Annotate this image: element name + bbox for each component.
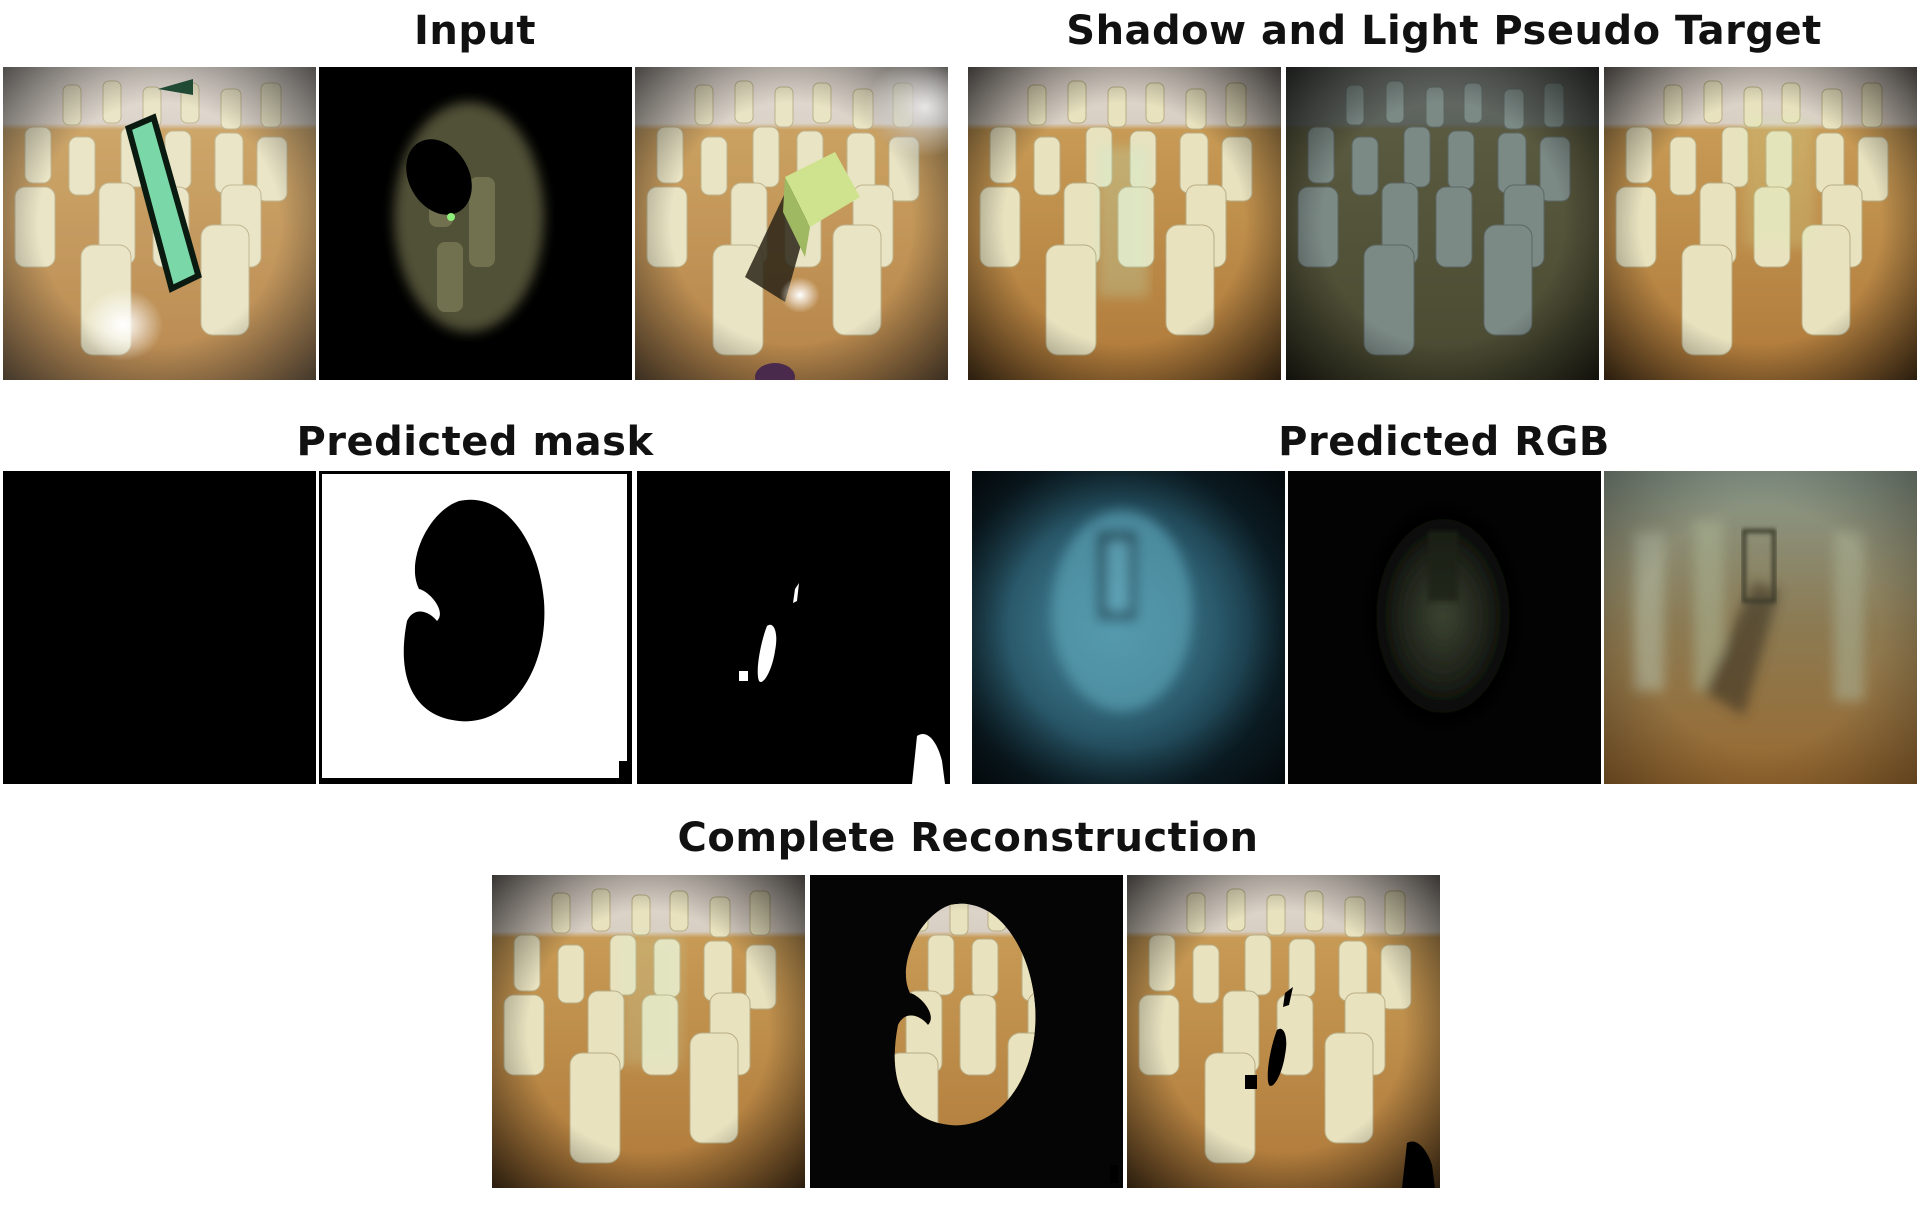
- predicted-mask-3: [637, 471, 950, 784]
- pseudo-target-image-1: [968, 67, 1281, 380]
- reconstruction-image-2: [810, 875, 1123, 1188]
- predicted-rgb-3: [1604, 471, 1917, 784]
- title-complete-reconstruction: Complete Reconstruction: [677, 815, 1259, 861]
- input-image-1: [3, 67, 316, 380]
- reconstruction-image-1: [492, 875, 805, 1188]
- input-image-2: [319, 67, 632, 380]
- title-input: Input: [413, 8, 537, 54]
- title-predicted-mask: Predicted mask: [296, 419, 654, 465]
- input-image-3: [635, 67, 948, 380]
- title-predicted-rgb: Predicted RGB: [1278, 419, 1610, 465]
- predicted-mask-2: [319, 471, 632, 784]
- predicted-rgb-2: [1288, 471, 1601, 784]
- title-pseudo-target: Shadow and Light Pseudo Target: [1066, 8, 1822, 54]
- pseudo-target-image-3: [1604, 67, 1917, 380]
- reconstruction-image-3: [1127, 875, 1440, 1188]
- pseudo-target-image-2: [1286, 67, 1599, 380]
- predicted-mask-1: [3, 471, 316, 784]
- predicted-rgb-1: [972, 471, 1285, 784]
